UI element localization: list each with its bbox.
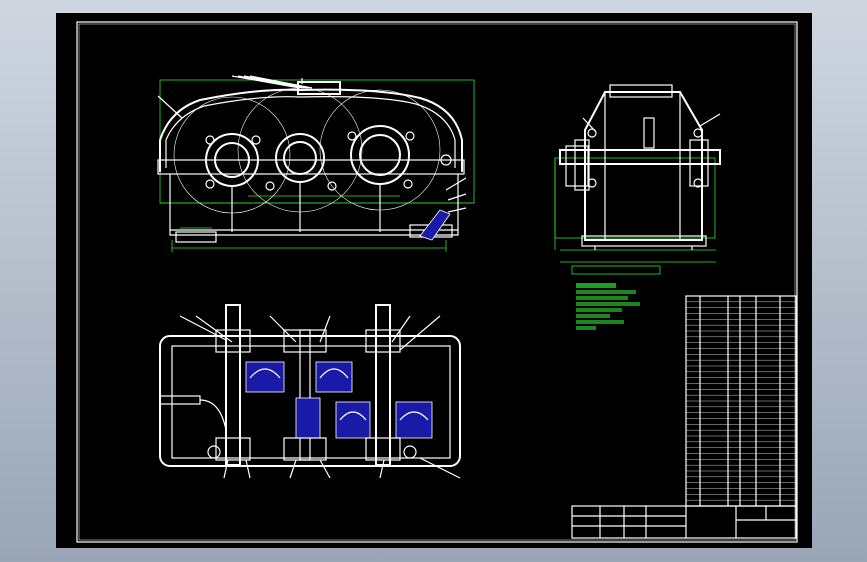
- side-view: [554, 84, 721, 263]
- inner-border: [76, 21, 798, 543]
- front-view: [157, 75, 475, 252]
- top-view: [159, 304, 461, 479]
- technical-notes: [571, 265, 661, 330]
- title-block: [571, 505, 797, 539]
- parts-list: [685, 295, 797, 507]
- inner-border-2: [78, 23, 796, 541]
